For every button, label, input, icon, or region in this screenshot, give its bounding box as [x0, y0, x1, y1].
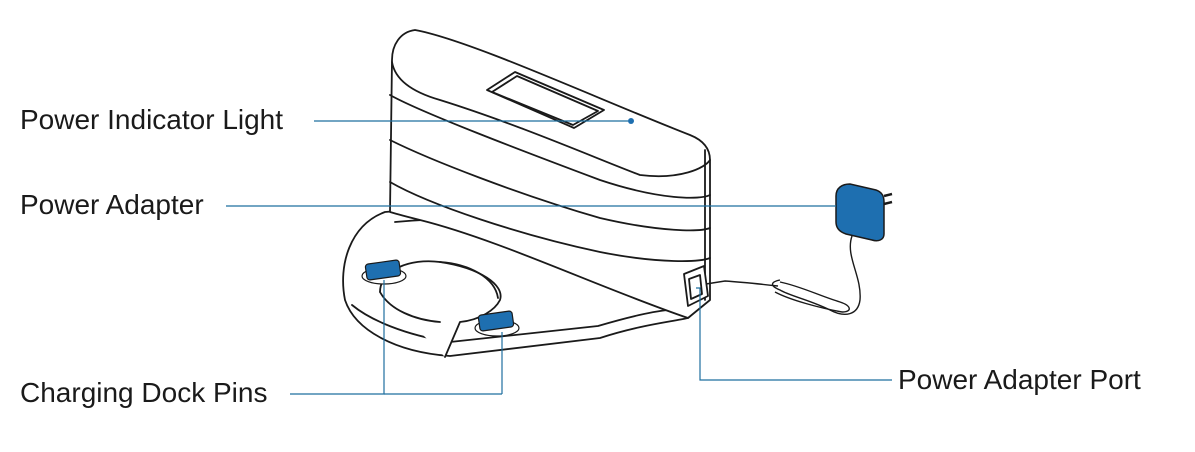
leader-lines — [226, 120, 892, 395]
label-charging-dock-pins: Charging Dock Pins — [20, 377, 268, 408]
power-cable — [705, 235, 861, 316]
indicator-light-dot — [628, 118, 634, 124]
charging-pin-left — [364, 259, 402, 281]
label-power-adapter: Power Adapter — [20, 189, 204, 220]
dock-top — [391, 61, 711, 177]
indicator-window — [486, 71, 605, 129]
leader-adapter-port — [696, 287, 892, 381]
charging-pins — [361, 259, 520, 337]
power-adapter-icon — [835, 183, 893, 242]
label-power-indicator-light: Power Indicator Light — [20, 104, 284, 135]
label-power-adapter-port: Power Adapter Port — [898, 364, 1141, 395]
dock-tower — [389, 29, 711, 319]
charging-pin-right — [477, 310, 515, 332]
